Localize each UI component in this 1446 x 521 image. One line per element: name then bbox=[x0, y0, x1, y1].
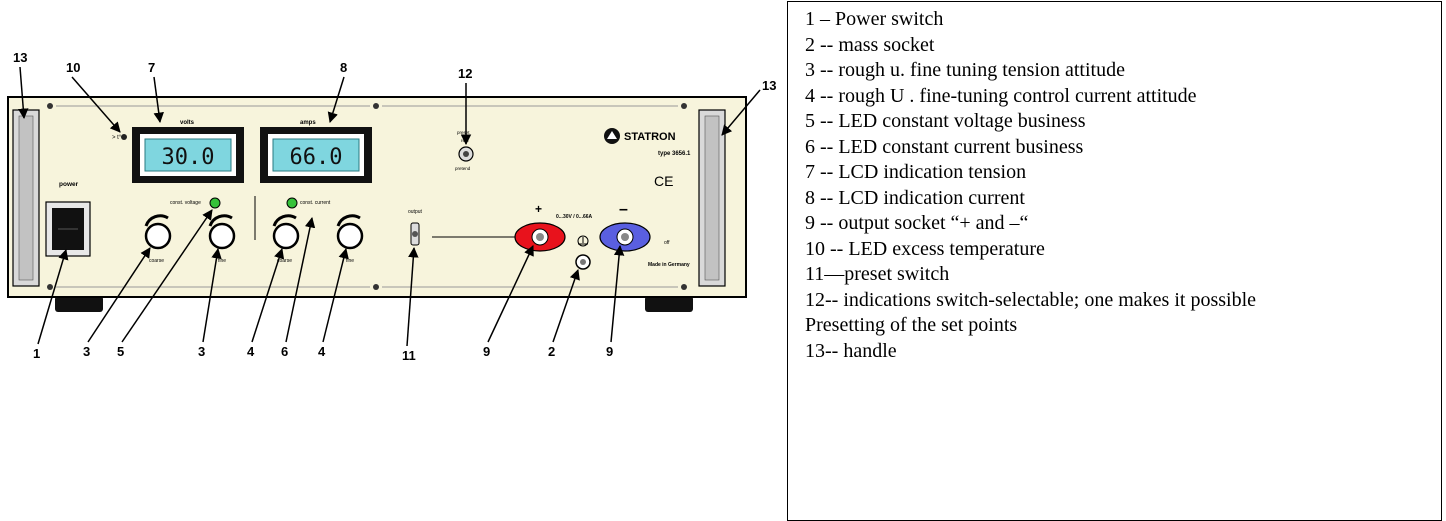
legend-item-11: 11—preset switch bbox=[805, 263, 950, 285]
temp-label: > t° bbox=[112, 135, 122, 141]
preset-toggle-switch[interactable] bbox=[458, 146, 474, 162]
amps-display: 66.0 bbox=[260, 127, 372, 183]
callout-11: 11 bbox=[402, 348, 416, 363]
callout-9b: 9 bbox=[606, 344, 613, 359]
callout-13-left: 13 bbox=[13, 50, 27, 65]
legend-item-2: 2 -- mass socket bbox=[805, 33, 935, 56]
pretend-label: pretend bbox=[455, 166, 471, 171]
voltage-coarse-label: coarse bbox=[149, 258, 164, 264]
const-voltage-led bbox=[209, 197, 221, 209]
legend-item-4: 4 -- rough U . fine-tuning control curre… bbox=[805, 84, 1197, 107]
callout-4b: 4 bbox=[318, 344, 326, 359]
callout-9a: 9 bbox=[483, 344, 490, 359]
minus-output-socket[interactable] bbox=[599, 222, 651, 252]
power-label: power bbox=[59, 181, 79, 188]
legend-item-10: 10 -- LED excess temperature bbox=[805, 237, 1045, 260]
output-label: output bbox=[408, 209, 423, 215]
statron-logo bbox=[604, 128, 620, 144]
legend-item-3: 3 -- rough u. fine tuning tension attitu… bbox=[805, 59, 1125, 81]
const-current-label: const. current bbox=[300, 200, 331, 206]
current-coarse-label: coarse bbox=[277, 258, 292, 264]
off-label: off bbox=[664, 240, 670, 246]
minus-sign: – bbox=[619, 201, 628, 218]
current-fine-label: fine bbox=[346, 258, 354, 264]
preset-label: preset bbox=[457, 130, 470, 135]
current-fine-knob[interactable] bbox=[336, 214, 364, 250]
power-supply-diagram: power > t° volts 30.0 amps 66.0 const. v… bbox=[7, 50, 776, 363]
const-current-led bbox=[286, 197, 298, 209]
foot-left bbox=[55, 296, 103, 312]
handle-left bbox=[12, 109, 40, 287]
callout-12: 12 bbox=[458, 66, 472, 81]
legend-item-5: 5 -- LED constant voltage business bbox=[805, 110, 1086, 132]
ce-mark: CE bbox=[654, 173, 673, 189]
legend-item-12-cont: Presetting of the set points bbox=[805, 314, 1018, 336]
voltage-coarse-knob[interactable] bbox=[144, 214, 172, 250]
legend-box: 1 – Power switch 2 -- mass socket 3 -- r… bbox=[787, 1, 1442, 521]
callout-2: 2 bbox=[548, 344, 555, 359]
power-switch[interactable] bbox=[45, 201, 91, 257]
callout-13-right: 13 bbox=[762, 78, 776, 93]
amps-value: 66.0 bbox=[290, 145, 343, 170]
legend-item-13: 13-- handle bbox=[805, 339, 897, 362]
callout-4a: 4 bbox=[247, 344, 255, 359]
plus-output-socket[interactable] bbox=[514, 222, 566, 252]
callout-10: 10 bbox=[66, 60, 80, 75]
volts-value: 30.0 bbox=[162, 145, 215, 170]
legend-item-8: 8 -- LCD indication current bbox=[805, 186, 1025, 209]
callout-6: 6 bbox=[281, 344, 288, 359]
legend-item-7: 7 -- LCD indication tension bbox=[805, 161, 1027, 183]
legend-item-12: 12-- indications switch-selectable; one … bbox=[805, 288, 1256, 311]
amps-label: amps bbox=[300, 120, 316, 126]
legend-item-9: 9 -- output socket “+ and –“ bbox=[805, 212, 1029, 234]
callout-1: 1 bbox=[33, 346, 40, 361]
screw-icons bbox=[47, 103, 687, 290]
callout-3b: 3 bbox=[198, 344, 205, 359]
output-toggle-switch[interactable] bbox=[410, 222, 420, 246]
const-voltage-label: const. voltage bbox=[170, 200, 201, 206]
callout-7: 7 bbox=[148, 60, 155, 75]
made-in-label: Made in Germany bbox=[648, 262, 690, 268]
mass-socket[interactable] bbox=[575, 254, 591, 270]
callout-8: 8 bbox=[340, 60, 347, 75]
brand-name: STATRON bbox=[624, 131, 676, 143]
current-coarse-knob[interactable] bbox=[272, 214, 300, 250]
temp-led bbox=[121, 134, 127, 140]
ground-icon bbox=[577, 235, 589, 247]
voltage-fine-label: fine bbox=[218, 258, 226, 264]
plus-sign: + bbox=[535, 202, 542, 216]
type-label: type 3656.1 bbox=[658, 151, 691, 157]
volts-label: volts bbox=[180, 120, 195, 126]
callout-5: 5 bbox=[117, 344, 124, 359]
legend-list: 1 – Power switch 2 -- mass socket 3 -- r… bbox=[805, 7, 1441, 364]
rating-label: 0...30V / 0...66A bbox=[556, 214, 593, 220]
real-label: real bbox=[461, 138, 469, 143]
voltage-fine-knob[interactable] bbox=[208, 214, 236, 250]
volts-display: 30.0 bbox=[132, 127, 244, 183]
foot-right bbox=[645, 296, 693, 312]
legend-item-6: 6 -- LED constant current business bbox=[805, 135, 1084, 158]
front-panel bbox=[7, 96, 747, 298]
legend-item-1: 1 – Power switch bbox=[805, 8, 944, 30]
callout-3a: 3 bbox=[83, 344, 90, 359]
handle-right bbox=[698, 109, 726, 287]
